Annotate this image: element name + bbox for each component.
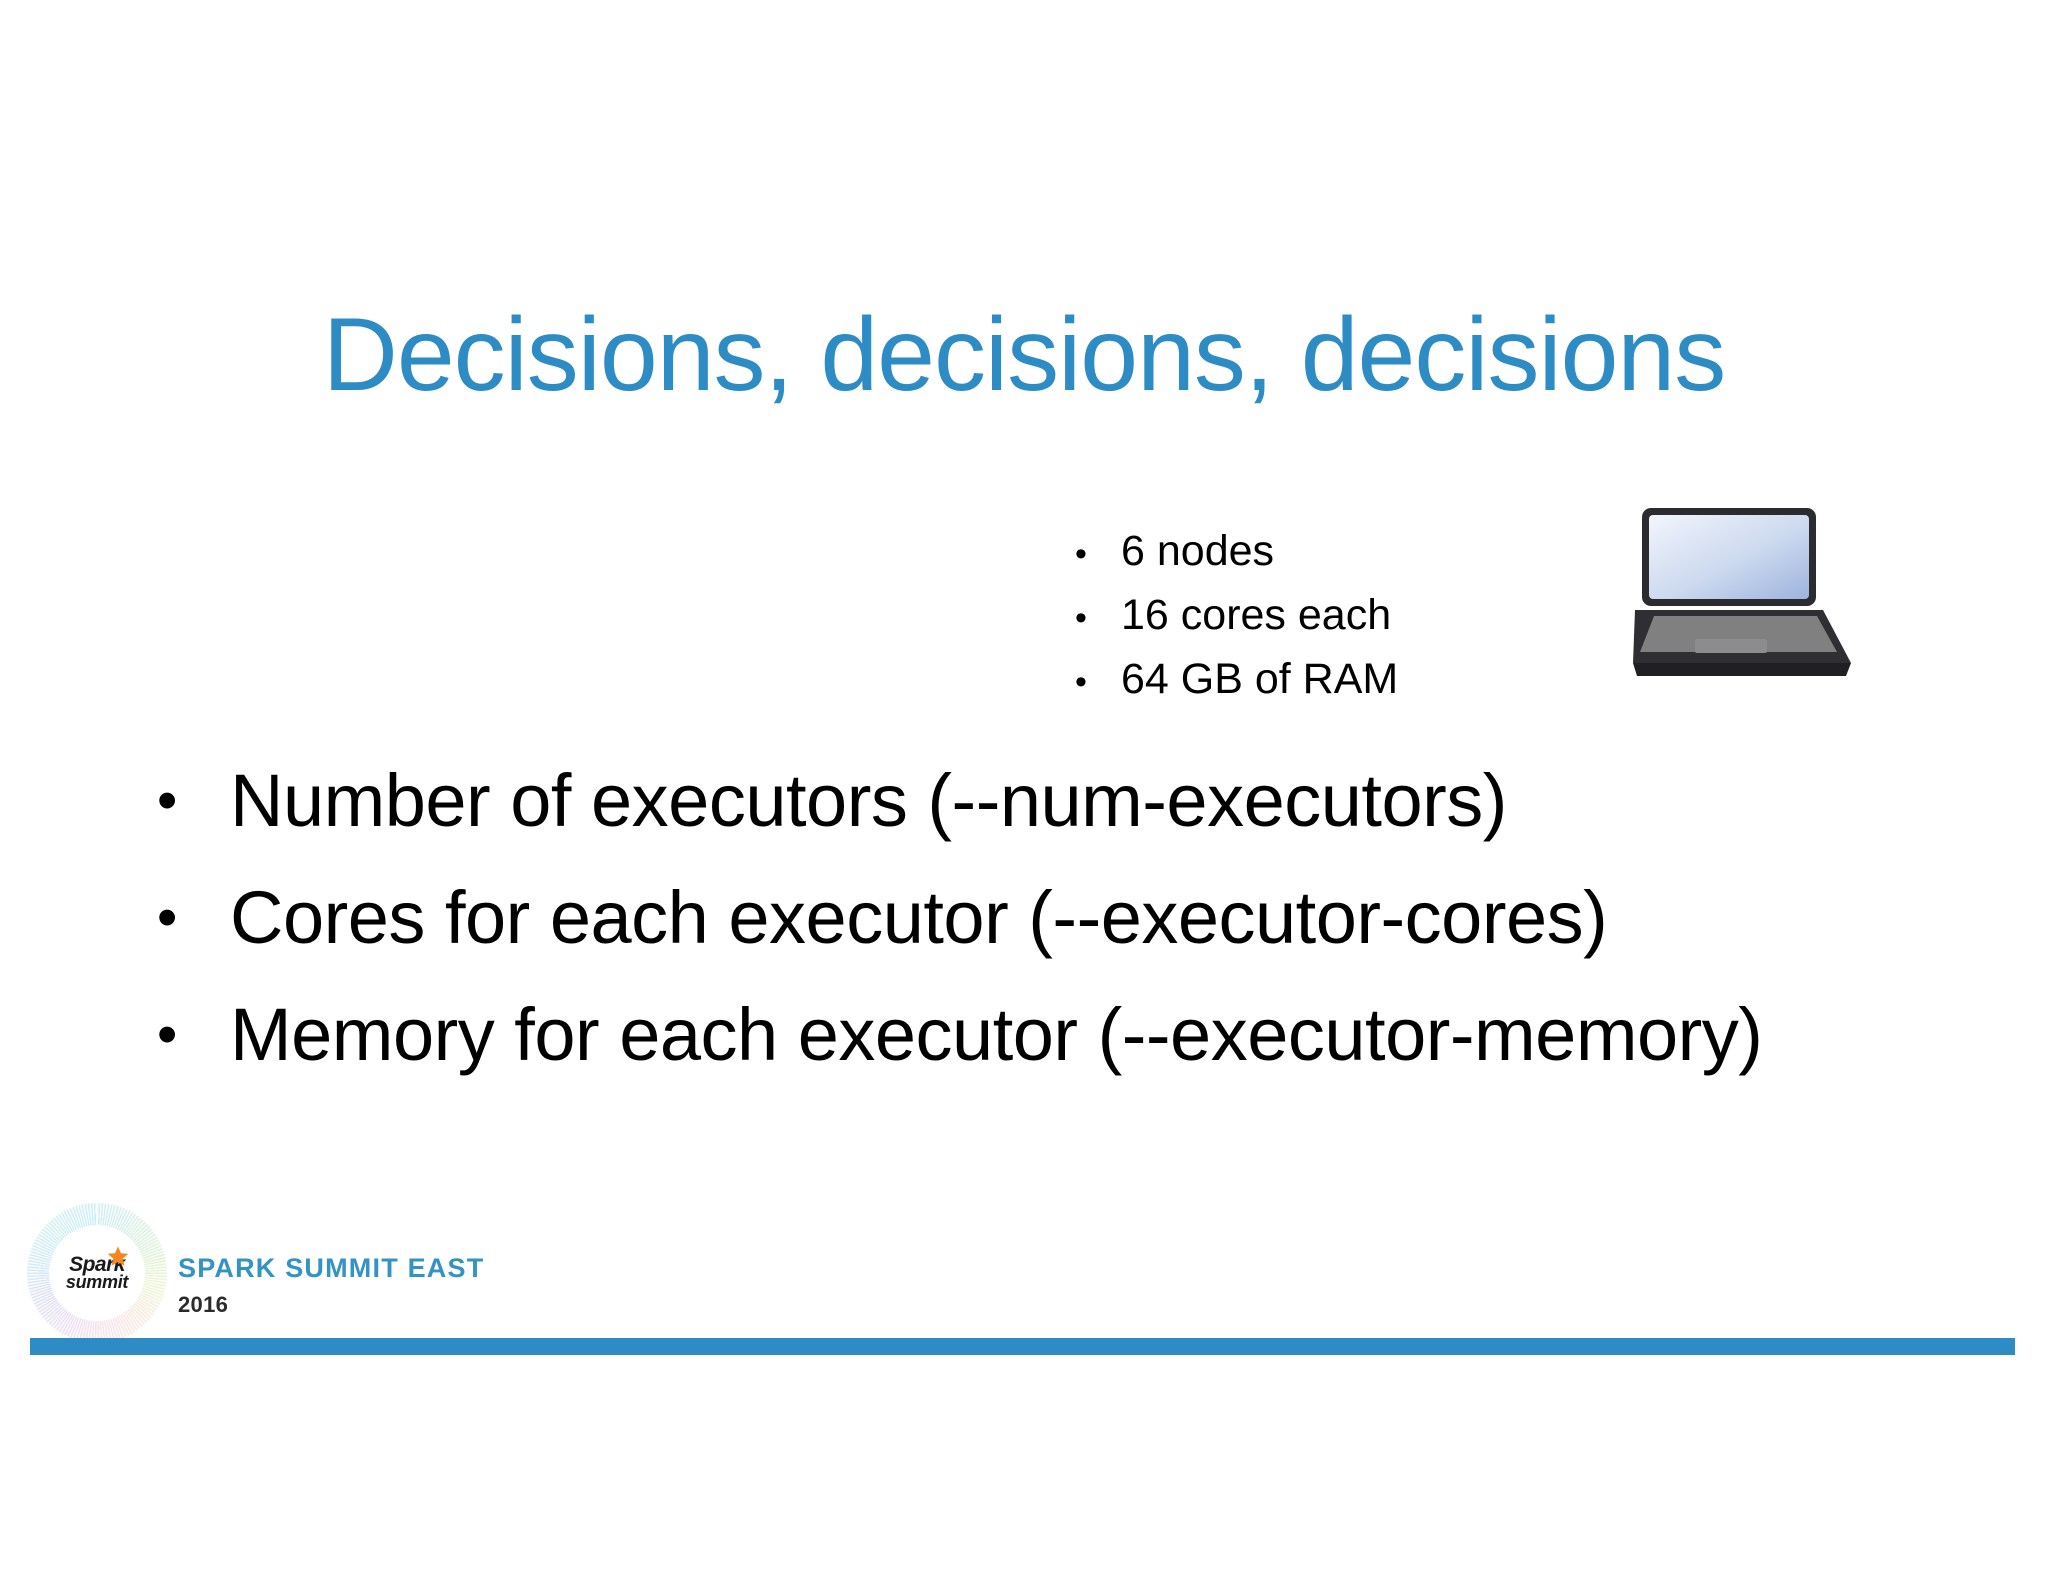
cluster-spec-cores: 16 cores each: [1121, 591, 1392, 639]
logo-wordmark-bottom: summit: [65, 1272, 129, 1292]
bullet-icon: •: [157, 885, 177, 950]
page-title: Decisions, decisions, decisions: [322, 297, 1727, 413]
list-item: • Memory for each executor (--executor-m…: [140, 976, 1980, 1093]
main-point-num-executors: Number of executors (--num-executors): [230, 759, 1507, 842]
list-item: • Number of executors (--num-executors): [140, 742, 1980, 859]
cluster-spec-nodes: 6 nodes: [1121, 527, 1275, 575]
list-item: • 64 GB of RAM: [1075, 655, 1505, 719]
bullet-icon: •: [1075, 535, 1087, 573]
footer-event-name: SPARK SUMMIT EAST: [178, 1253, 485, 1283]
bullet-icon: •: [157, 1002, 177, 1067]
cluster-spec-ram: 64 GB of RAM: [1121, 655, 1399, 703]
bullet-icon: •: [1075, 599, 1087, 637]
logo-white-disc: Spark summit: [49, 1225, 145, 1321]
bullet-icon: •: [1075, 663, 1087, 701]
footer-accent-bar: [30, 1338, 2015, 1355]
main-point-executor-memory: Memory for each executor (--executor-mem…: [230, 993, 1763, 1076]
star-icon: [107, 1246, 129, 1266]
list-item: • 6 nodes: [1075, 527, 1505, 591]
spark-summit-logo: Spark summit: [27, 1203, 167, 1343]
bullet-icon: •: [157, 768, 177, 833]
main-point-executor-cores: Cores for each executor (--executor-core…: [230, 876, 1608, 959]
footer-event-year: 2016: [178, 1292, 229, 1317]
main-bullet-list: • Number of executors (--num-executors) …: [140, 742, 1980, 1093]
laptop-icon: [1632, 500, 1856, 685]
list-item: • 16 cores each: [1075, 591, 1505, 655]
logo-wordmark-top: Spark: [69, 1253, 125, 1276]
list-item: • Cores for each executor (--executor-co…: [140, 859, 1980, 976]
cluster-spec-list: • 6 nodes • 16 cores each • 64 GB of RAM: [1075, 527, 1505, 719]
